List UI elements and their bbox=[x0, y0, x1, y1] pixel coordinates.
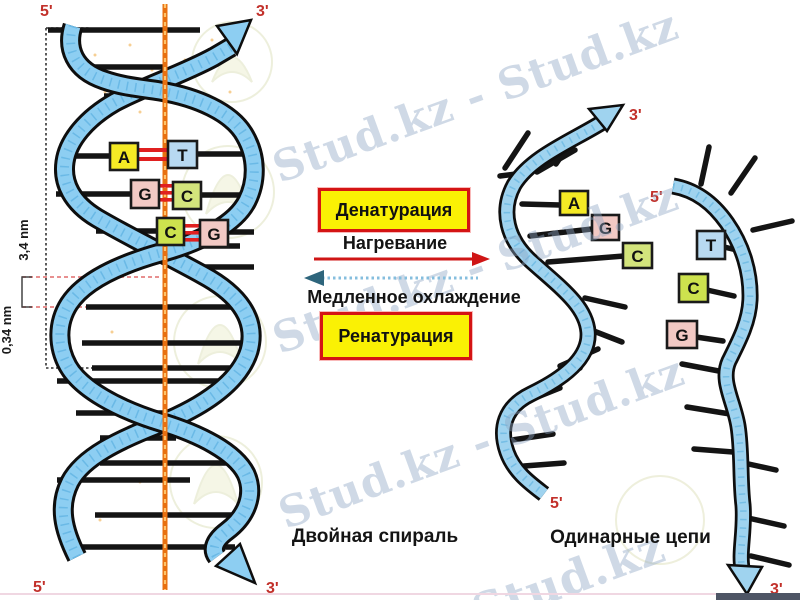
single-strand-1 bbox=[495, 103, 626, 501]
strand1-5prime-label: 5' bbox=[550, 495, 563, 512]
base-letter: C bbox=[181, 187, 193, 206]
bottom-right-bar bbox=[716, 593, 800, 600]
double-helix-panel: A T G C C G 5' 3' 5' 3' 3,4 nm 0,34 nm bbox=[0, 3, 279, 597]
base-spacing-measure-label: 0,34 nm bbox=[0, 306, 14, 354]
renaturation-label: Ренатурация bbox=[338, 325, 454, 346]
strand-end-label-5-top: 5' bbox=[40, 3, 53, 20]
strand-end-label-5-bottom: 5' bbox=[33, 579, 46, 596]
leaf-emblem-icon bbox=[615, 475, 705, 565]
single-strand-2 bbox=[671, 177, 765, 597]
single-strands-caption: Одинарные цепи bbox=[550, 527, 711, 548]
reaction-arrows bbox=[304, 252, 490, 286]
helix-turn-measure-label: 3,4 nm bbox=[16, 219, 31, 260]
bottom-divider-line bbox=[0, 593, 800, 595]
base-letter: G bbox=[599, 219, 612, 238]
base-letter: C bbox=[631, 247, 643, 266]
single-strands-panel: A G C T C G 3' 5' 5' 3' bbox=[495, 103, 795, 598]
dna-backbone-strand-down bbox=[49, 22, 265, 586]
strand1-3prime-label: 3' bbox=[629, 107, 642, 124]
cooling-arrow-icon bbox=[304, 270, 478, 286]
strand-down-arrowhead-icon bbox=[213, 541, 258, 586]
base-letter: C bbox=[687, 279, 699, 298]
base-letter: T bbox=[177, 146, 188, 165]
single-strand-2-ticks bbox=[679, 144, 795, 568]
strand2-arrowhead-icon bbox=[725, 563, 765, 597]
base-letter: G bbox=[207, 225, 220, 244]
dna-backbone-strand-up bbox=[52, 18, 262, 562]
heating-label: Нагревание bbox=[342, 233, 448, 253]
strand-end-label-3-top: 3' bbox=[256, 3, 269, 20]
base-letter: T bbox=[706, 236, 717, 255]
strand2-base-boxes bbox=[665, 229, 727, 350]
base-letter: G bbox=[675, 326, 688, 345]
heating-arrow-icon bbox=[314, 252, 490, 266]
strand-up-arrowhead-icon bbox=[214, 18, 254, 57]
strand2-5prime-label: 5' bbox=[650, 189, 663, 206]
denaturation-label: Денатурация bbox=[335, 199, 453, 220]
renaturation-box: Ренатурация bbox=[320, 312, 472, 360]
strand-end-label-3-bottom: 3' bbox=[266, 580, 279, 597]
strand1-arrowhead-icon bbox=[586, 103, 626, 134]
denaturation-box: Денатурация bbox=[318, 188, 470, 232]
base-letter: A bbox=[568, 194, 580, 213]
hydrogen-bonds bbox=[139, 148, 201, 242]
base-letter: G bbox=[138, 185, 151, 204]
base-letter: A bbox=[118, 148, 130, 167]
slow-cooling-label: Медленное охлаждение bbox=[307, 287, 521, 307]
base-letter: C bbox=[164, 223, 176, 242]
strand1-base-boxes bbox=[558, 189, 654, 270]
base-pair-boxes bbox=[108, 139, 230, 249]
double-helix-caption: Двойная спираль bbox=[291, 526, 459, 547]
